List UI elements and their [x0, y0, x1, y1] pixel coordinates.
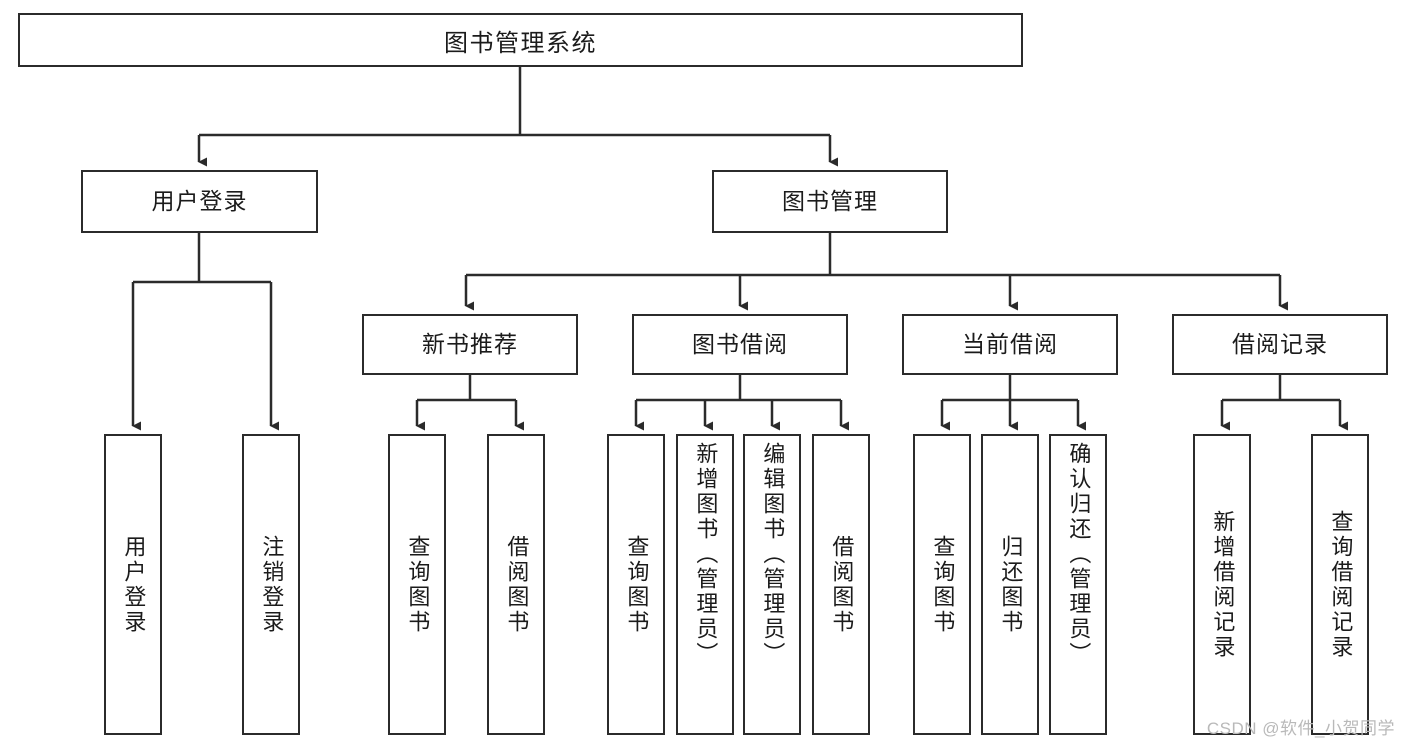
- node-leaf-query-book-2-label: 查询图书: [624, 534, 650, 635]
- node-leaf-query-book-3[interactable]: 查询图书: [913, 434, 971, 735]
- node-leaf-query-record[interactable]: 查询借阅记录: [1311, 434, 1369, 735]
- node-leaf-query-book-1[interactable]: 查询图书: [388, 434, 446, 735]
- node-leaf-user-login[interactable]: 用户登录: [104, 434, 162, 735]
- node-leaf-logout[interactable]: 注销登录: [242, 434, 300, 735]
- node-current-borrow[interactable]: 当前借阅: [902, 314, 1118, 375]
- node-book-borrow-label: 图书借阅: [692, 330, 788, 357]
- node-leaf-query-book-3-label: 查询图书: [930, 534, 956, 635]
- node-current-borrow-label: 当前借阅: [962, 330, 1058, 357]
- node-new-book-rec-label: 新书推荐: [422, 330, 518, 357]
- node-new-book-rec[interactable]: 新书推荐: [362, 314, 578, 375]
- node-leaf-logout-label: 注销登录: [259, 534, 285, 635]
- node-book-borrow[interactable]: 图书借阅: [632, 314, 848, 375]
- node-leaf-add-book[interactable]: 新增图书（管理员）: [676, 434, 734, 735]
- node-leaf-edit-book-label: 编辑图书（管理员）: [760, 442, 786, 667]
- node-leaf-user-login-label: 用户登录: [121, 534, 147, 635]
- node-user-login[interactable]: 用户登录: [81, 170, 318, 233]
- node-leaf-confirm-return[interactable]: 确认归还（管理员）: [1049, 434, 1107, 735]
- node-leaf-borrow-book-2[interactable]: 借阅图书: [812, 434, 870, 735]
- node-leaf-query-book-2[interactable]: 查询图书: [607, 434, 665, 735]
- node-book-manage[interactable]: 图书管理: [712, 170, 948, 233]
- node-root-label: 图书管理系统: [444, 29, 597, 57]
- node-root[interactable]: 图书管理系统: [18, 13, 1023, 67]
- node-leaf-add-record-label: 新增借阅记录: [1210, 509, 1236, 660]
- node-borrow-record[interactable]: 借阅记录: [1172, 314, 1388, 375]
- node-leaf-borrow-book-2-label: 借阅图书: [829, 534, 855, 635]
- node-leaf-edit-book[interactable]: 编辑图书（管理员）: [743, 434, 801, 735]
- node-leaf-add-book-label: 新增图书（管理员）: [693, 442, 719, 667]
- node-book-manage-label: 图书管理: [782, 187, 878, 214]
- node-leaf-query-record-label: 查询借阅记录: [1328, 509, 1354, 660]
- node-leaf-add-record[interactable]: 新增借阅记录: [1193, 434, 1251, 735]
- node-leaf-borrow-book-1[interactable]: 借阅图书: [487, 434, 545, 735]
- node-borrow-record-label: 借阅记录: [1232, 330, 1328, 357]
- node-leaf-query-book-1-label: 查询图书: [405, 534, 431, 635]
- node-user-login-label: 用户登录: [151, 187, 248, 214]
- node-leaf-borrow-book-1-label: 借阅图书: [504, 534, 530, 635]
- node-leaf-return-book[interactable]: 归还图书: [981, 434, 1039, 735]
- node-leaf-confirm-return-label: 确认归还（管理员）: [1066, 442, 1092, 667]
- node-leaf-return-book-label: 归还图书: [998, 534, 1024, 635]
